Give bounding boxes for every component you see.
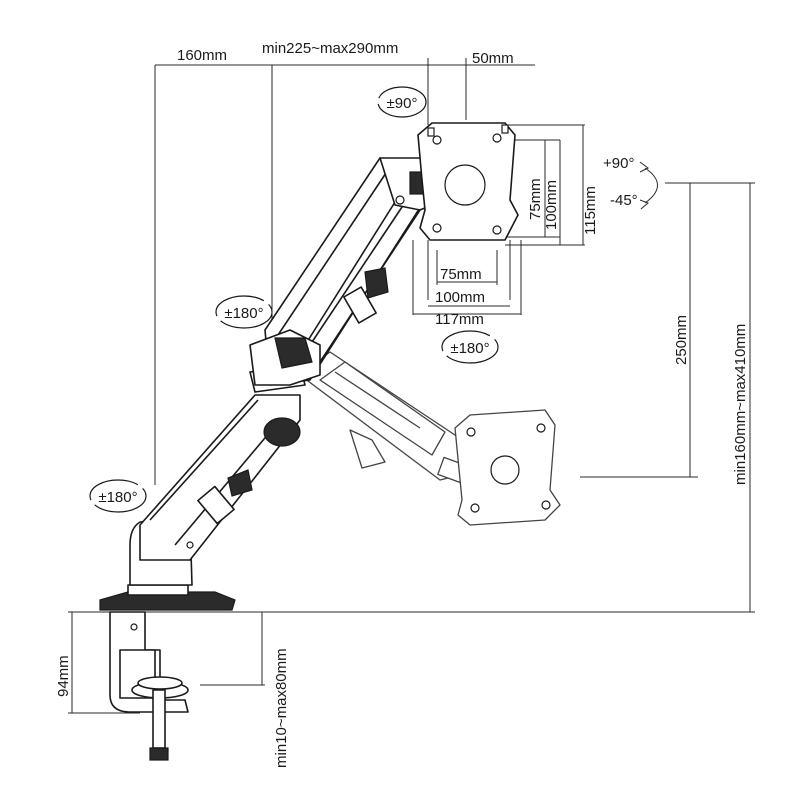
rotation-tilt: +90° -45° [603, 155, 658, 210]
vesa-117-label: 117mm [435, 311, 484, 328]
vesa-plate [417, 122, 519, 241]
desk-clamp [109, 611, 189, 761]
head-swivel-label: ±90° [387, 95, 418, 112]
vesa-v75-label: 75mm [527, 178, 544, 220]
upper-arm [249, 157, 433, 386]
rotation-head-swivel: ±90° [377, 86, 427, 118]
vesa-v115-label: 115mm [582, 186, 599, 235]
vesa-v100-label: 100mm [543, 180, 560, 230]
base-swivel-label: ±180° [98, 489, 137, 506]
rotation-vesa: ±180° [441, 330, 499, 364]
height-range-label: min160mm~max410mm [732, 324, 749, 485]
rotation-base-swivel: ±180° [89, 479, 147, 513]
clamp-height-label: 94mm [55, 655, 72, 697]
vesa-rotation-label: ±180° [450, 340, 489, 357]
tilt-down-label: -45° [610, 192, 638, 209]
desk-thickness-label: min10~max80mm [273, 648, 290, 768]
vesa-100-label: 100mm [435, 289, 485, 306]
arm-offset-label: 160mm [177, 47, 227, 64]
lowered-arm-ghost [299, 351, 561, 526]
dimension-lines [68, 58, 755, 714]
tilt-up-label: +90° [603, 155, 634, 172]
arm-swivel-label: ±180° [224, 305, 263, 322]
lower-arm [99, 364, 306, 611]
vesa-75-label: 75mm [440, 266, 482, 283]
rotation-arm-swivel: ±180° [215, 295, 273, 329]
arm-reach-label: min225~max290mm [262, 40, 398, 57]
travel-label: 250mm [673, 315, 690, 365]
head-offset-label: 50mm [472, 50, 514, 67]
